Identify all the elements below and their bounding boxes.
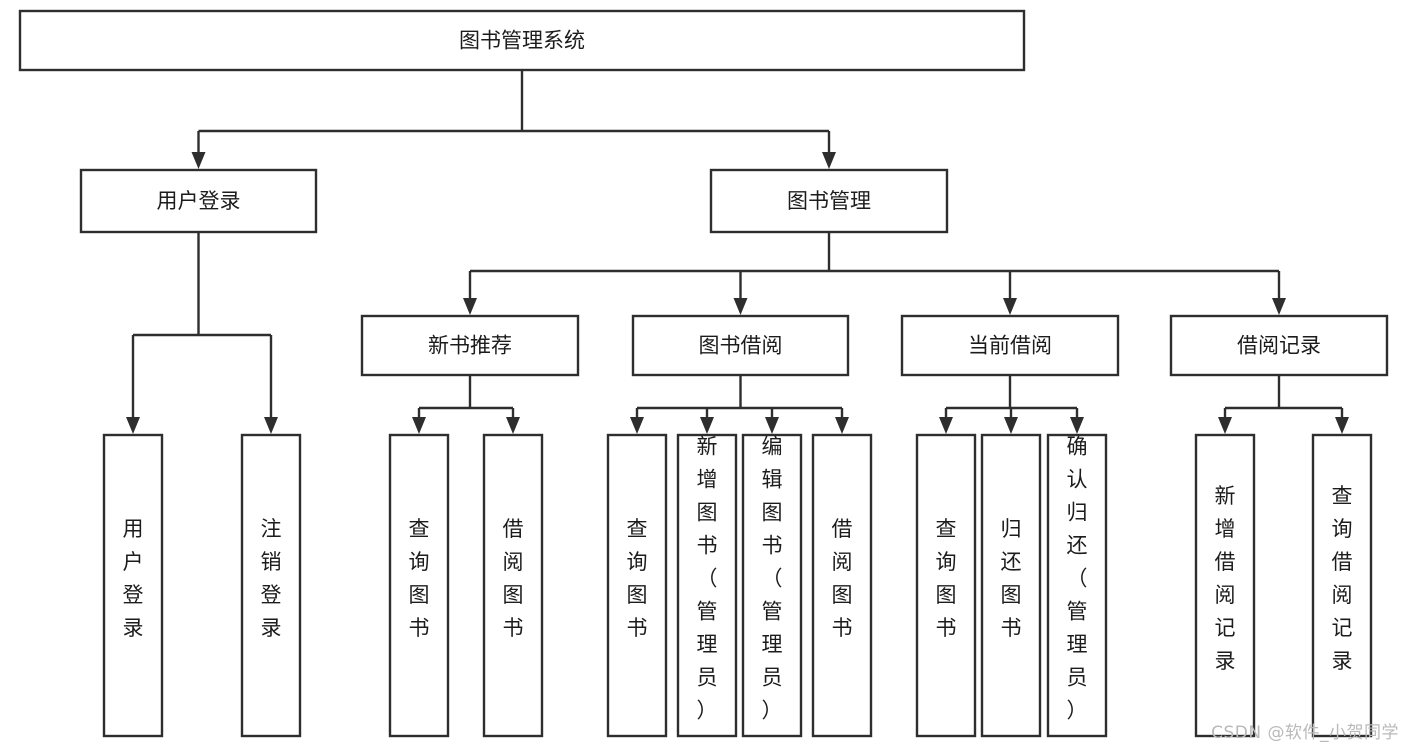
arrow-head-icon bbox=[264, 417, 278, 434]
arrow-head-icon bbox=[630, 417, 644, 434]
node-label: 图书管理系统 bbox=[459, 29, 585, 53]
node-label: 借阅记录 bbox=[1237, 334, 1321, 358]
node-label: 查询图书 bbox=[409, 517, 430, 640]
connector-group bbox=[630, 375, 849, 434]
node-box bbox=[1194, 433, 1256, 738]
node-box bbox=[915, 433, 977, 738]
node-label: 查询图书 bbox=[936, 517, 957, 640]
arrow-head-icon bbox=[1070, 417, 1084, 434]
node-root[interactable]: 图书管理系统 bbox=[18, 9, 1026, 72]
arrow-head-icon bbox=[822, 152, 836, 169]
connector-group bbox=[463, 232, 1286, 315]
node-leaf-confirm-return-admin[interactable]: 确认归还（管理员） bbox=[1046, 433, 1108, 738]
node-label: 注销登录 bbox=[261, 517, 282, 640]
node-leaf-add-borrow-record[interactable]: 新增借阅记录 bbox=[1194, 433, 1256, 738]
connector-group bbox=[126, 232, 278, 434]
node-leaf-borrow-book-recommend[interactable]: 借阅图书 bbox=[482, 433, 544, 738]
node-book-manage[interactable]: 图书管理 bbox=[709, 168, 949, 234]
node-borrow-record[interactable]: 借阅记录 bbox=[1169, 314, 1389, 377]
arrow-head-icon bbox=[939, 417, 953, 434]
node-label: 图书借阅 bbox=[699, 334, 783, 358]
node-book-borrow[interactable]: 图书借阅 bbox=[631, 314, 850, 377]
node-box bbox=[79, 168, 318, 234]
node-box bbox=[606, 433, 668, 738]
arrow-head-icon bbox=[1335, 417, 1349, 434]
node-leaf-user-login[interactable]: 用户登录 bbox=[102, 433, 164, 738]
node-label: 归还图书 bbox=[1001, 517, 1022, 640]
connector-group bbox=[1218, 375, 1349, 434]
node-box bbox=[631, 314, 850, 377]
node-box bbox=[811, 433, 873, 738]
node-new-book-recommend[interactable]: 新书推荐 bbox=[360, 314, 580, 377]
node-box bbox=[102, 433, 164, 738]
node-leaf-return-book[interactable]: 归还图书 bbox=[980, 433, 1042, 738]
node-leaf-query-book-borrow[interactable]: 查询图书 bbox=[606, 433, 668, 738]
node-layer: 图书管理系统用户登录图书管理新书推荐图书借阅当前借阅借阅记录用户登录注销登录查询… bbox=[18, 9, 1389, 738]
node-box bbox=[676, 433, 738, 738]
node-leaf-borrow-book[interactable]: 借阅图书 bbox=[811, 433, 873, 738]
node-leaf-add-book-admin[interactable]: 新增图书（管理员） bbox=[676, 433, 738, 738]
node-leaf-query-book-current[interactable]: 查询图书 bbox=[915, 433, 977, 738]
node-user-login[interactable]: 用户登录 bbox=[79, 168, 318, 234]
node-box bbox=[482, 433, 544, 738]
arrow-head-icon bbox=[733, 298, 748, 315]
node-current-borrow[interactable]: 当前借阅 bbox=[900, 314, 1120, 377]
arrow-head-icon bbox=[1003, 298, 1017, 315]
arrow-head-icon bbox=[191, 152, 206, 169]
arrow-head-icon bbox=[463, 298, 477, 315]
node-box bbox=[360, 314, 580, 377]
node-label: 新增借阅记录 bbox=[1215, 484, 1236, 673]
arrow-head-icon bbox=[1272, 298, 1286, 315]
node-box bbox=[980, 433, 1042, 738]
node-leaf-edit-book-admin[interactable]: 编辑图书（管理员） bbox=[741, 433, 803, 738]
node-box bbox=[240, 433, 302, 738]
node-leaf-query-borrow-record[interactable]: 查询借阅记录 bbox=[1311, 433, 1373, 738]
node-box bbox=[741, 433, 803, 738]
connector-group bbox=[939, 375, 1084, 434]
node-label: 图书管理 bbox=[787, 189, 871, 213]
node-label: 当前借阅 bbox=[968, 334, 1052, 358]
connector-layer bbox=[126, 70, 1349, 434]
node-label: 新增图书（管理员） bbox=[697, 435, 718, 723]
node-label: 用户登录 bbox=[157, 189, 241, 213]
connector-group bbox=[412, 375, 520, 434]
node-label: 借阅图书 bbox=[503, 517, 524, 640]
node-leaf-logout[interactable]: 注销登录 bbox=[240, 433, 302, 738]
arrow-head-icon bbox=[835, 417, 849, 434]
arrow-head-icon bbox=[126, 417, 140, 434]
arrow-head-icon bbox=[506, 417, 520, 434]
arrow-head-icon bbox=[765, 417, 779, 434]
node-label: 查询借阅记录 bbox=[1332, 484, 1353, 673]
node-box bbox=[1169, 314, 1389, 377]
node-box bbox=[709, 168, 949, 234]
node-leaf-query-book-recommend[interactable]: 查询图书 bbox=[388, 433, 450, 738]
node-box bbox=[388, 433, 450, 738]
node-box bbox=[900, 314, 1120, 377]
arrow-head-icon bbox=[700, 417, 714, 434]
node-box bbox=[18, 9, 1026, 72]
node-label: 借阅图书 bbox=[832, 517, 853, 640]
arrow-head-icon bbox=[1218, 417, 1232, 434]
connector-group bbox=[191, 70, 836, 169]
node-box bbox=[1046, 433, 1108, 738]
node-label: 编辑图书（管理员） bbox=[762, 435, 783, 723]
arrow-head-icon bbox=[1004, 417, 1018, 434]
arrow-head-icon bbox=[412, 417, 426, 434]
node-label: 用户登录 bbox=[123, 517, 144, 640]
node-box bbox=[1311, 433, 1373, 738]
node-label: 新书推荐 bbox=[428, 334, 512, 358]
node-label: 查询图书 bbox=[627, 517, 648, 640]
node-label: 确认归还（管理员） bbox=[1067, 435, 1088, 723]
